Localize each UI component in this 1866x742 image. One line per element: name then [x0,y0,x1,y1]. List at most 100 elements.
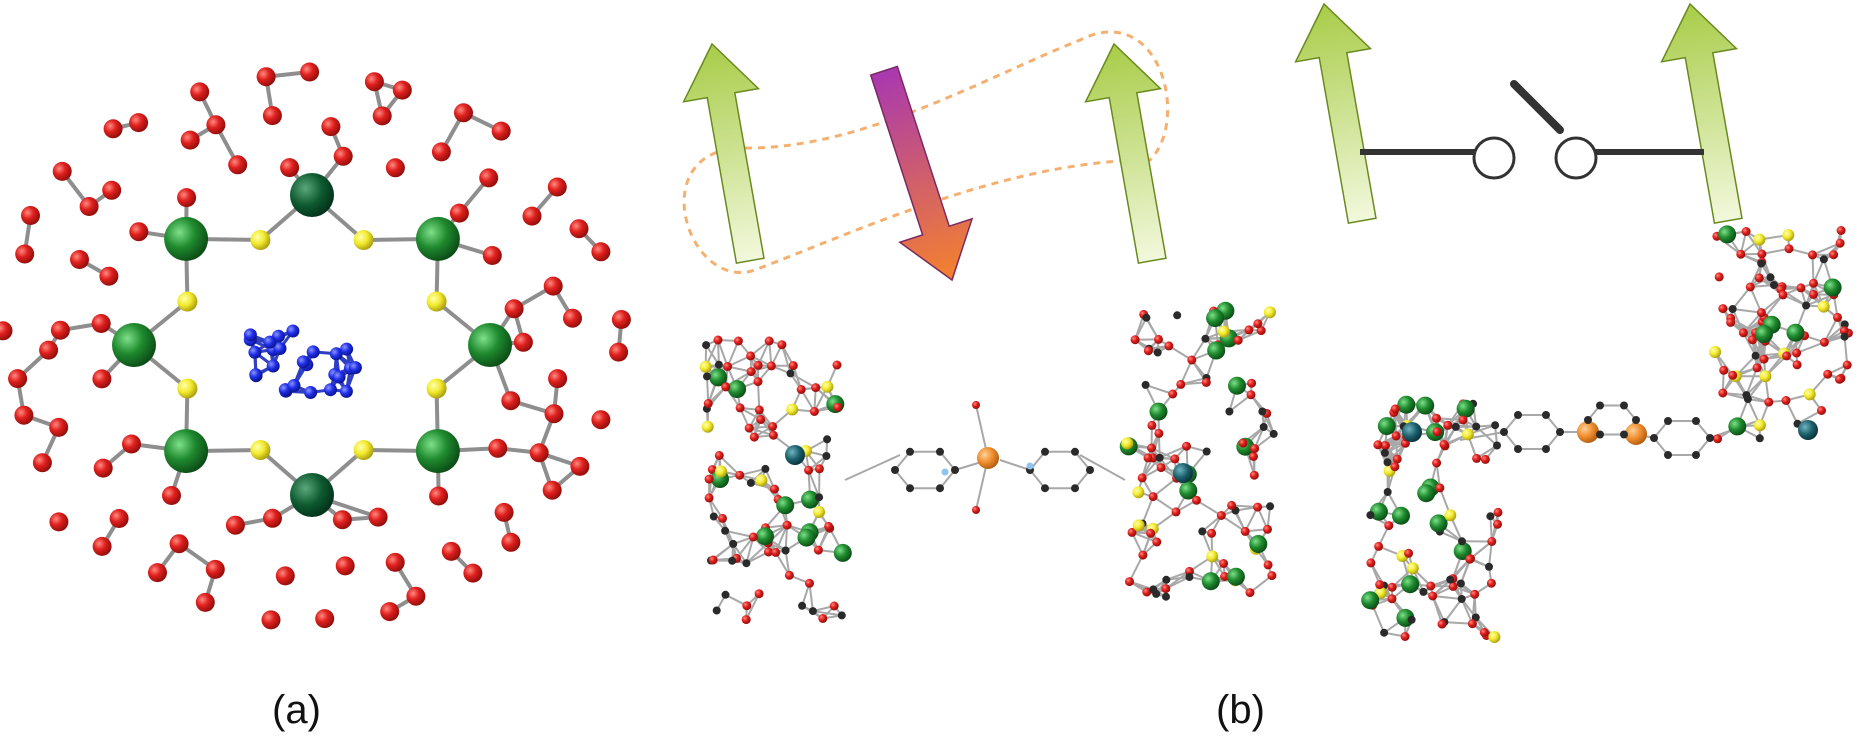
oxygen-atom [1187,355,1197,365]
carbon-atom [1071,447,1079,456]
oxygen-atom [746,367,756,377]
bond [1732,308,1762,314]
oxygen-atom [1486,578,1496,588]
carbon-atom [1269,429,1278,438]
oxygen-atom [1718,388,1728,398]
oxygen-atom [1432,427,1442,437]
carbon-atom [1751,351,1760,360]
oxygen-atom [1792,348,1802,358]
oxygen-atom [162,486,181,505]
oxygen-atom [805,578,814,588]
metal-atom [415,216,460,261]
carbon-atom [1142,313,1151,322]
oxygen-atom [488,438,508,458]
oxygen-atom [1781,396,1791,405]
carbon-atom [1366,511,1375,520]
metal-atom [1755,325,1773,343]
metal-atom [1429,514,1448,533]
bond [726,340,740,367]
oxygen-atom [364,72,384,92]
copper-atom [1577,421,1599,443]
oxygen-atom [504,299,524,319]
metal-atom [1361,591,1380,610]
carbon-atom [1419,587,1428,596]
carbon-atom [815,493,824,502]
oxygen-atom [1148,492,1158,502]
oxygen-atom [804,465,814,475]
oxygen-atom [256,67,276,87]
oxygen-atom [713,335,723,345]
oxygen-atom [753,377,763,387]
oxygen-atom [380,602,400,622]
oxygen-atom [764,547,773,557]
sulfur-atom [1488,631,1501,643]
oxygen-atom [1754,273,1764,283]
bond [1444,621,1473,625]
carbon-atom [823,435,832,444]
bond [1145,383,1174,395]
oxygen-atom [1778,290,1788,300]
metal-atom [1377,417,1396,436]
oxygen-atom [501,391,521,411]
sulfur-atom [699,360,712,373]
oxygen-atom [1745,282,1755,292]
bond [1431,595,1443,625]
carbon-atom [1664,417,1672,425]
oxygen-atom [1373,440,1383,450]
oxygen-atom [1384,521,1394,531]
sulfur-atom [701,420,714,433]
oxygen-atom [833,402,843,412]
oxygen-atom [15,244,35,264]
teal-atom [1798,420,1818,440]
teal-atom [1173,463,1193,483]
oxygen-atom [1472,453,1482,463]
oxygen-atom [1432,458,1442,468]
oxygen-atom [93,458,113,478]
oxygen-atom [1747,335,1757,345]
guest-atom [329,347,343,361]
oxygen-atom [811,383,821,393]
oxygen-atom [99,266,119,286]
oxygen-atom [972,506,980,514]
guest-atom [296,355,310,369]
oxygen-atom [1240,526,1250,536]
oxygen-atom [609,342,629,362]
bond [1152,477,1178,498]
bond [717,339,729,367]
guest-atom [286,324,300,338]
spin-down-arrow-icon [869,65,974,282]
oxygen-atom [1764,397,1774,407]
oxygen-atom [1718,304,1728,314]
oxygen-atom [1736,249,1746,259]
carbon-atom [1472,422,1481,431]
oxygen-atom [1829,250,1839,260]
oxygen-atom [1380,441,1390,451]
bond [807,469,821,498]
oxygen-atom [1168,389,1178,399]
oxygen-atom [829,601,839,611]
bond [1220,514,1246,533]
carbon-atom [1155,453,1164,462]
sulfur-atom [353,440,374,460]
oxygen-atom [764,336,774,346]
carbon-atom [1383,458,1392,467]
oxygen-atom [1267,571,1277,581]
oxygen-atom [1366,558,1376,568]
oxygen-atom [1782,351,1792,361]
carbon-atom [721,526,730,535]
oxygen-atom [21,206,40,225]
carbon-atom [1266,502,1275,511]
metal-atom [1718,225,1737,244]
carbon-atom [1198,527,1207,536]
oxygen-atom [406,586,426,606]
metal-atom [468,323,512,367]
oxygen-atom [39,340,59,360]
oxygen-atom [1809,289,1818,299]
carbon-atom [1692,451,1700,459]
oxygen-atom [1152,537,1162,547]
bond [1195,499,1222,517]
carbon-atom [1485,562,1493,571]
oxygen-atom [744,423,754,433]
oxygen-atom [1263,560,1273,570]
oxygen-atom [832,360,842,370]
